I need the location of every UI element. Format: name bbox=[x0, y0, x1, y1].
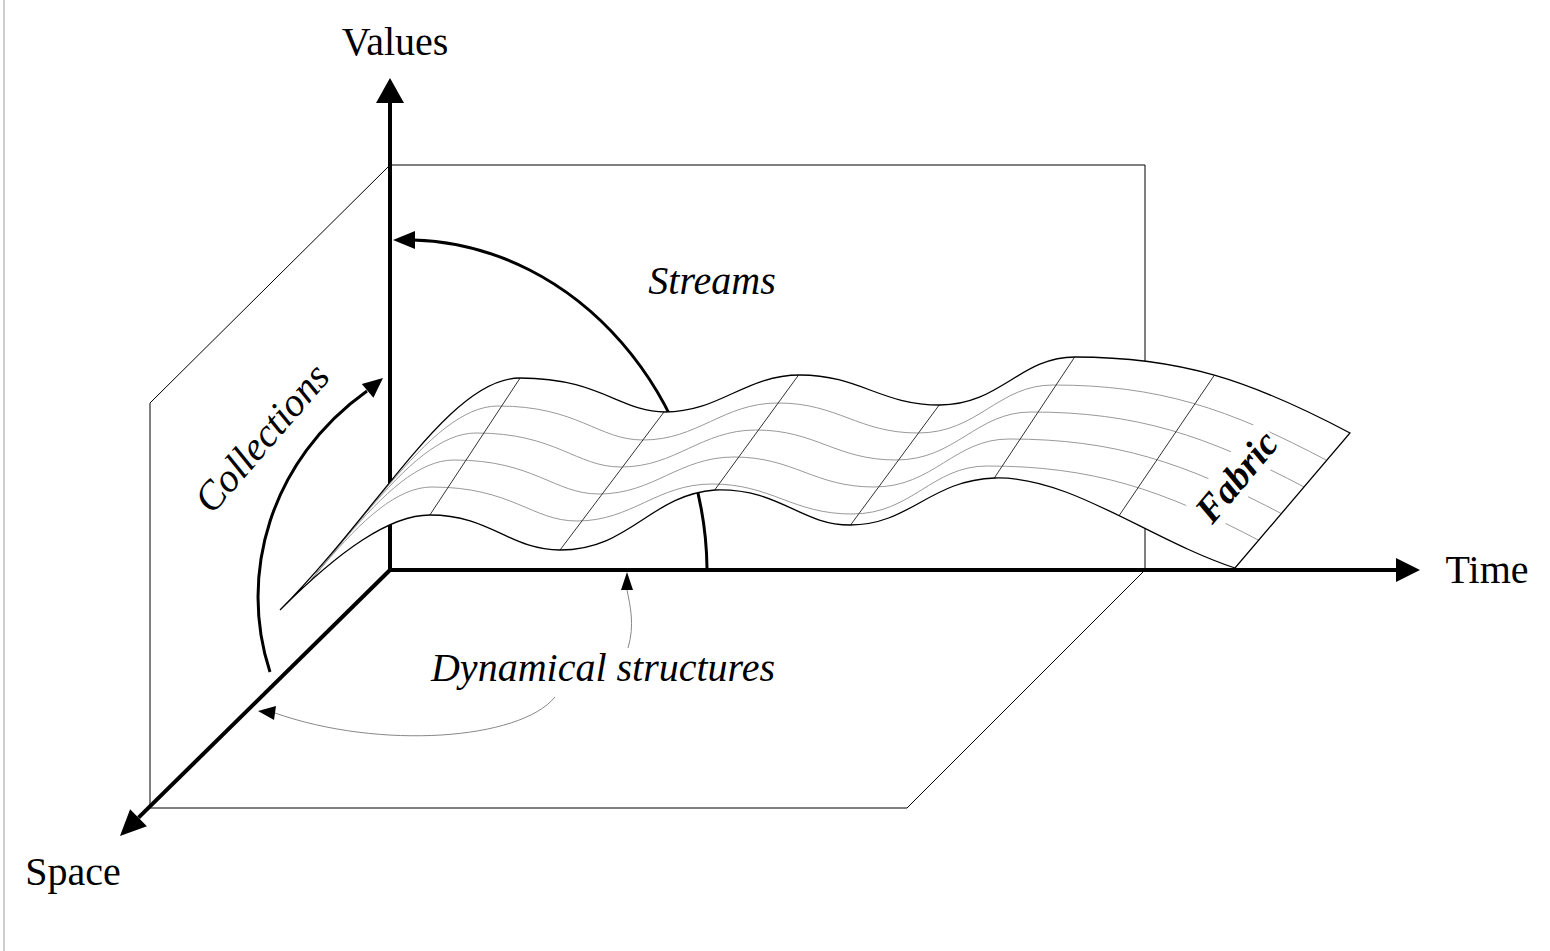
callout-label: Dynamical structures bbox=[429, 646, 777, 690]
axes bbox=[120, 78, 1420, 836]
axis-label: Values bbox=[340, 20, 451, 64]
surface-label: Fabric bbox=[1186, 422, 1288, 533]
fabric-surface bbox=[192, 340, 1350, 719]
page-border bbox=[3, 0, 5, 951]
arc-label: Streams bbox=[646, 259, 777, 303]
axis-label: Time bbox=[1443, 548, 1530, 592]
arc-label: Collections bbox=[184, 353, 339, 522]
axis-label: Space bbox=[23, 850, 123, 894]
